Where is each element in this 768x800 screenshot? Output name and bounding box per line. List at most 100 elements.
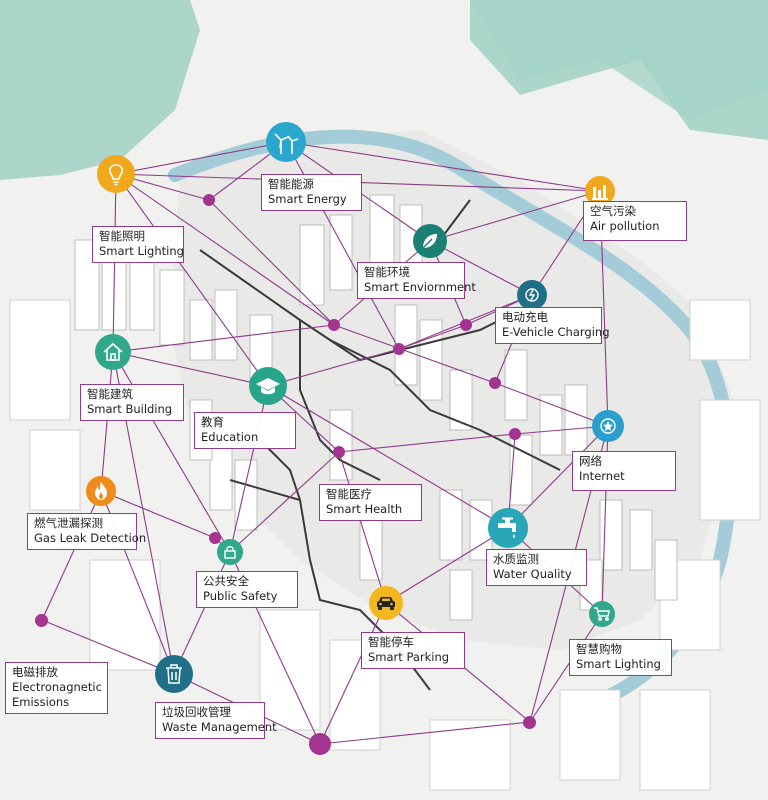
connection-line bbox=[319, 721, 531, 745]
network-icon[interactable] bbox=[592, 410, 624, 442]
connection-line bbox=[115, 173, 335, 326]
label-en: Smart Building bbox=[87, 402, 173, 416]
label-cn: 水质监测 bbox=[493, 552, 539, 566]
connection-line bbox=[115, 141, 287, 175]
connection-node bbox=[393, 343, 405, 355]
light-bulb-icon[interactable] bbox=[97, 155, 135, 193]
connection-node bbox=[509, 428, 521, 440]
connection-line bbox=[338, 451, 387, 604]
connection-line bbox=[100, 351, 114, 492]
connection-node bbox=[489, 377, 501, 389]
surrounding-buildings bbox=[9, 299, 761, 791]
connection-line bbox=[112, 351, 269, 387]
label-smart-environment: 智能环境 Smart Enviornment bbox=[357, 262, 476, 299]
label-cn: 智能照明 bbox=[99, 229, 145, 243]
label-cn: 智能环境 bbox=[364, 265, 410, 279]
label-cn: 智能停车 bbox=[368, 635, 414, 649]
label-cn: 网络 bbox=[579, 454, 602, 468]
label-en: Smart Parking bbox=[368, 650, 450, 664]
label-cn: 垃圾回收管理 bbox=[162, 705, 231, 719]
label-air-pollution: 空气污染 Air pollution bbox=[583, 201, 687, 241]
label-cn: 公共安全 bbox=[203, 574, 249, 588]
label-en: Education bbox=[201, 430, 259, 444]
connection-line bbox=[267, 348, 400, 387]
label-cn: 空气污染 bbox=[590, 204, 636, 218]
connection-line bbox=[100, 490, 216, 539]
label-education: 教育 Education bbox=[194, 412, 296, 449]
connection-line bbox=[385, 527, 509, 604]
car-icon[interactable] bbox=[369, 586, 403, 620]
connection-node bbox=[35, 614, 48, 627]
label-smart-health: 智能医疗 Smart Health bbox=[319, 484, 422, 521]
connection-node bbox=[309, 733, 331, 755]
connection-line bbox=[229, 385, 269, 553]
connection-line bbox=[333, 324, 496, 384]
connection-line bbox=[507, 425, 609, 529]
connection-node bbox=[209, 532, 221, 544]
label-cn: 智慧购物 bbox=[576, 642, 622, 656]
label-smart-parking: 智能停车 Smart Parking bbox=[361, 632, 465, 669]
label-en: Air pollution bbox=[590, 219, 660, 233]
shopping-cart-icon[interactable] bbox=[589, 601, 615, 627]
connection-line bbox=[285, 141, 601, 192]
padlock-icon[interactable] bbox=[217, 539, 243, 565]
label-en: Water Quality bbox=[493, 567, 572, 581]
label-cn: 智能建筑 bbox=[87, 387, 133, 401]
label-en: Smart Enviornment bbox=[364, 280, 476, 294]
connection-line bbox=[494, 382, 609, 427]
label-cn: 智能能源 bbox=[268, 177, 314, 191]
connection-line bbox=[229, 451, 340, 553]
connection-line bbox=[398, 324, 467, 350]
label-smart-shopping: 智慧购物 Smart Lighting bbox=[569, 639, 672, 676]
house-icon[interactable] bbox=[95, 334, 131, 370]
label-water-quality: 水质监测 Water Quality bbox=[486, 549, 587, 586]
label-cn: 电磁排放 bbox=[12, 665, 58, 679]
label-en: Emissions bbox=[12, 695, 70, 709]
connection-line bbox=[41, 619, 175, 675]
ev-charger-icon[interactable] bbox=[517, 280, 547, 310]
label-en: E-Vehicle Charging bbox=[502, 325, 610, 339]
connection-node bbox=[523, 716, 536, 729]
leaf-icon[interactable] bbox=[413, 224, 447, 258]
graduation-cap-icon[interactable] bbox=[249, 367, 287, 405]
label-cn: 智能医疗 bbox=[326, 487, 372, 501]
connection-line bbox=[208, 199, 335, 326]
connection-node bbox=[328, 319, 340, 331]
label-cn: 电动充电 bbox=[502, 310, 548, 324]
label-en: Internet bbox=[579, 469, 625, 483]
label-internet: 网络 Internet bbox=[572, 451, 676, 491]
label-ev-charging: 电动充电 E-Vehicle Charging bbox=[495, 307, 610, 344]
label-en: Waste Management bbox=[162, 720, 277, 734]
label-smart-lighting: 智能照明 Smart Lighting bbox=[92, 226, 184, 263]
label-en: Electronagnetic bbox=[12, 680, 102, 694]
connection-line bbox=[529, 613, 603, 723]
label-smart-building: 智能建筑 Smart Building bbox=[80, 384, 184, 421]
label-en: Public Safety bbox=[203, 589, 278, 603]
label-waste-management: 垃圾回收管理 Waste Management bbox=[155, 702, 277, 739]
label-public-safety: 公共安全 Public Safety bbox=[196, 571, 298, 608]
connection-line bbox=[112, 173, 117, 353]
connection-line bbox=[429, 190, 601, 242]
label-cn: 燃气泄漏探测 bbox=[34, 516, 103, 530]
connection-line bbox=[267, 385, 509, 529]
connection-line bbox=[338, 433, 516, 453]
label-en: Smart Lighting bbox=[576, 657, 661, 671]
water-areas bbox=[0, 0, 768, 180]
trash-bin-icon[interactable] bbox=[155, 655, 193, 693]
label-smart-energy: 智能能源 Smart Energy bbox=[261, 174, 362, 211]
label-gas-leak: 燃气泄漏探测 Gas Leak Detection bbox=[27, 513, 147, 550]
connection-node bbox=[333, 446, 345, 458]
wind-turbine-icon[interactable] bbox=[266, 122, 306, 162]
connection-node bbox=[460, 319, 472, 331]
connection-node bbox=[203, 194, 215, 206]
connection-line bbox=[41, 490, 102, 621]
connection-line bbox=[115, 173, 269, 387]
water-tap-icon[interactable] bbox=[488, 508, 528, 548]
flame-icon[interactable] bbox=[86, 476, 116, 506]
label-em-emissions: 电磁排放 Electronagnetic Emissions bbox=[5, 662, 108, 714]
connection-line bbox=[112, 324, 335, 353]
label-en: Smart Lighting bbox=[99, 244, 184, 258]
label-en: Gas Leak Detection bbox=[34, 531, 147, 545]
label-en: Smart Energy bbox=[268, 192, 347, 206]
